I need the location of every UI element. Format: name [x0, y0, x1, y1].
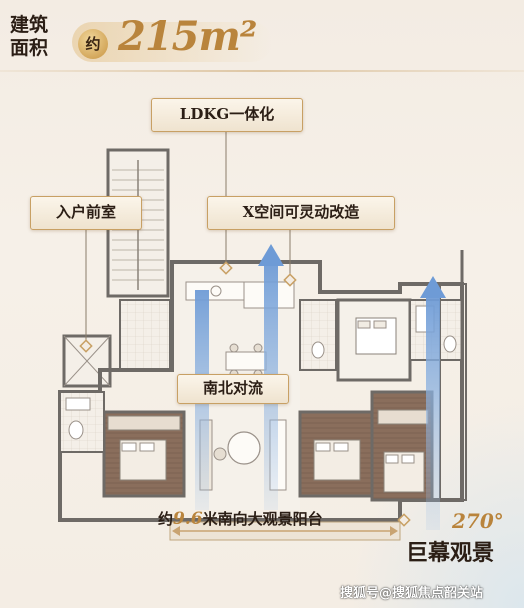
- area-label-line2: 面积: [10, 37, 49, 59]
- callout-markers: [79, 261, 411, 527]
- airflow-arrowhead-2: [258, 244, 284, 266]
- entry-lobby: [62, 299, 171, 388]
- view-title: 巨幕观景: [406, 540, 495, 566]
- area-label-line1: 建筑: [10, 14, 49, 36]
- master-bedroom: [336, 298, 412, 382]
- view-angle: 270°: [452, 509, 504, 533]
- approx-badge: 约: [78, 29, 108, 59]
- watermark: 搜狐号@搜狐焦点韶关站: [340, 586, 484, 601]
- area-label: 建筑 面积: [10, 14, 66, 60]
- airflow-arrow-3: [426, 294, 440, 530]
- balcony-length: 9.6: [173, 509, 203, 529]
- callout-north-south: 南北对流: [177, 374, 289, 404]
- callout-ldkg: LDKG一体化: [151, 98, 303, 132]
- callout-entry-foyer: 入户前室: [30, 196, 142, 230]
- balcony-caption-suffix: 米南向大观景阳台: [202, 510, 323, 528]
- bedroom-left: [102, 410, 186, 498]
- balcony-caption: 约9.6米南向大观景阳台: [158, 508, 323, 529]
- header-divider: [0, 70, 524, 72]
- area-value: 215m²: [118, 13, 257, 60]
- callout-x-space: X空间可灵动改造: [207, 196, 395, 230]
- header-area: 建筑 面积 约 215m²: [0, 0, 524, 68]
- airflow-arrowhead-3: [420, 276, 446, 298]
- bedroom-middle: [298, 410, 374, 498]
- bathroom-left: [59, 391, 105, 453]
- bedroom-right: [370, 390, 434, 502]
- balcony: [169, 521, 401, 541]
- balcony-caption-prefix: 约: [158, 510, 174, 528]
